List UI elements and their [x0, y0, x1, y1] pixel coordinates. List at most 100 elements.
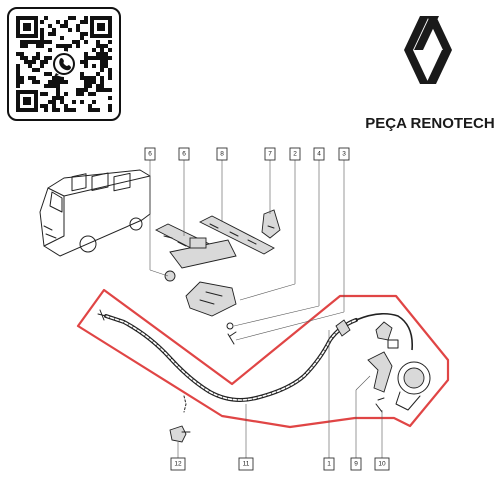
- qr-module: [44, 16, 48, 20]
- callout-2: 2: [289, 147, 301, 161]
- qr-module: [40, 60, 44, 64]
- qr-module: [72, 108, 76, 112]
- qr-module: [20, 40, 24, 44]
- qr-module: [84, 16, 88, 20]
- qr-module: [32, 60, 36, 64]
- qr-module: [40, 44, 44, 48]
- qr-module: [32, 56, 36, 60]
- callout-number: 8: [220, 151, 224, 158]
- qr-module: [92, 92, 96, 96]
- qr-module: [100, 48, 104, 52]
- qr-module: [48, 80, 52, 84]
- qr-module: [36, 80, 40, 84]
- qr-module: [56, 108, 60, 112]
- callout-number: 7: [268, 151, 272, 158]
- qr-module: [88, 108, 92, 112]
- qr-module: [96, 84, 100, 88]
- qr-module: [108, 96, 112, 100]
- qr-module: [84, 56, 88, 60]
- callout-7: 7: [264, 147, 276, 161]
- callout-number: 4: [317, 151, 321, 158]
- callout-6a: 6: [144, 147, 156, 161]
- qr-module: [52, 84, 56, 88]
- qr-module: [44, 60, 48, 64]
- qr-module: [56, 76, 60, 80]
- qr-module: [40, 104, 44, 108]
- qr-module: [64, 24, 68, 28]
- callout-number: 2: [293, 151, 297, 158]
- qr-module: [68, 28, 72, 32]
- brand-logo-icon: [404, 16, 452, 84]
- qr-module: [100, 44, 104, 48]
- qr-module: [40, 36, 44, 40]
- callout-10: 10: [374, 457, 390, 471]
- qr-module: [68, 16, 72, 20]
- whatsapp-icon: [51, 51, 77, 77]
- callout-number: 12: [174, 461, 182, 468]
- qr-module: [52, 100, 56, 104]
- qr-module: [56, 44, 60, 48]
- qr-module: [56, 88, 60, 92]
- callout-6b: 6: [178, 147, 190, 161]
- qr-module: [56, 80, 60, 84]
- qr-module: [92, 64, 96, 68]
- qr-module: [16, 52, 20, 56]
- qr-module: [48, 32, 52, 36]
- qr-module: [60, 36, 64, 40]
- qr-module: [92, 76, 96, 80]
- qr-module: [100, 88, 104, 92]
- upper-bracket-assembly: [155, 209, 281, 345]
- qr-module: [52, 32, 56, 36]
- qr-module: [40, 20, 44, 24]
- qr-module: [44, 56, 48, 60]
- qr-module: [24, 56, 28, 60]
- qr-module: [84, 20, 88, 24]
- qr-module: [48, 56, 52, 60]
- qr-module: [20, 80, 24, 84]
- qr-module: [96, 40, 100, 44]
- qr-module: [68, 44, 72, 48]
- lever-mechanism: [367, 321, 431, 413]
- qr-module: [20, 44, 24, 48]
- qr-module: [100, 84, 104, 88]
- qr-module: [84, 52, 88, 56]
- qr-module: [64, 20, 68, 24]
- qr-module: [40, 32, 44, 36]
- qr-module: [60, 24, 64, 28]
- qr-module: [104, 44, 108, 48]
- qr-module: [28, 76, 32, 80]
- qr-module: [80, 92, 84, 96]
- qr-module: [24, 44, 28, 48]
- qr-module: [104, 56, 108, 60]
- qr-module: [44, 84, 48, 88]
- qr-module: [88, 56, 92, 60]
- qr-module: [36, 68, 40, 72]
- qr-module: [52, 28, 56, 32]
- qr-code: [7, 7, 121, 121]
- qr-module: [24, 40, 28, 44]
- qr-module: [88, 92, 92, 96]
- qr-module: [44, 40, 48, 44]
- qr-module: [88, 84, 92, 88]
- qr-module: [84, 80, 88, 84]
- qr-module: [76, 92, 80, 96]
- qr-module: [56, 84, 60, 88]
- qr-module: [40, 92, 44, 96]
- qr-module: [100, 60, 104, 64]
- qr-module: [32, 68, 36, 72]
- qr-module: [60, 80, 64, 84]
- qr-module: [32, 76, 36, 80]
- qr-module: [16, 72, 20, 76]
- qr-module: [76, 28, 80, 32]
- qr-module: [40, 64, 44, 68]
- qr-module: [64, 108, 68, 112]
- qr-module: [64, 80, 68, 84]
- qr-module: [80, 100, 84, 104]
- qr-module: [108, 48, 112, 52]
- callout-number: 1: [327, 461, 331, 468]
- qr-module: [48, 24, 52, 28]
- qr-module: [16, 76, 20, 80]
- qr-module: [100, 68, 104, 72]
- qr-module: [36, 56, 40, 60]
